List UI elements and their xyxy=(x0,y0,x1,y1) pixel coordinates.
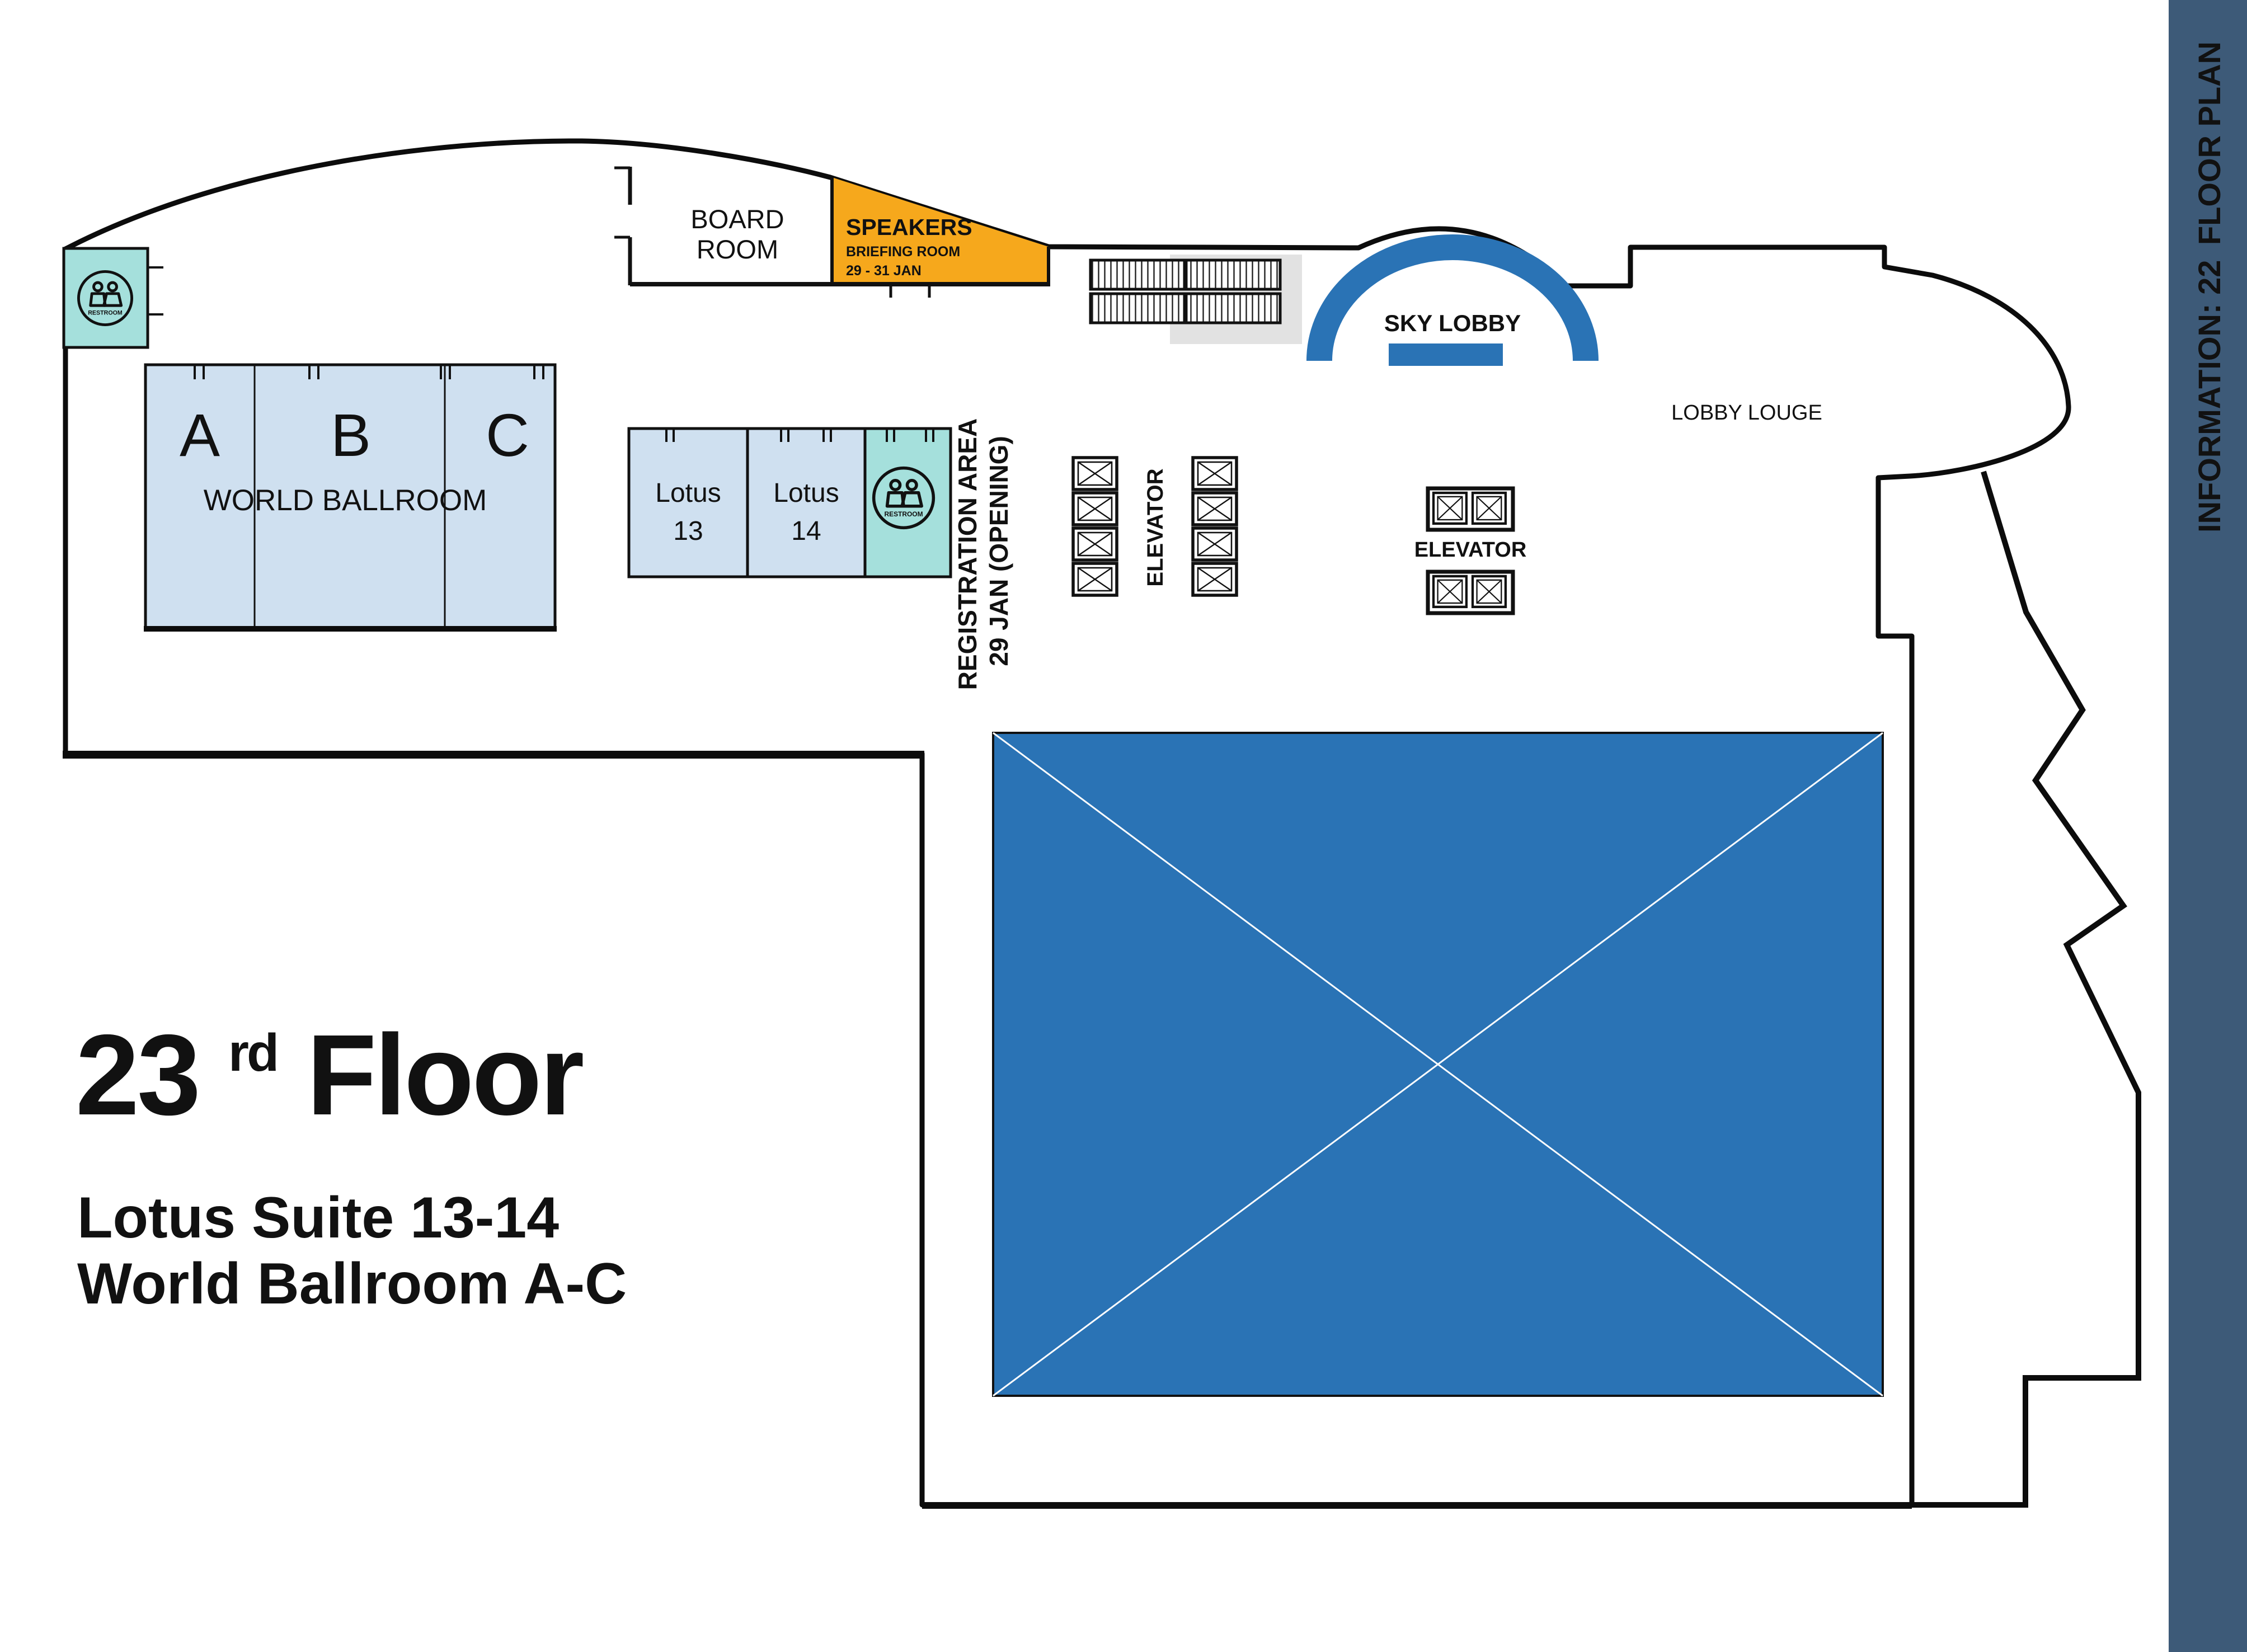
escalator-icon xyxy=(1089,258,1186,291)
elevator-icon xyxy=(1193,563,1237,595)
elevator-icon xyxy=(1073,493,1117,525)
floor-number: 23 xyxy=(76,1011,199,1139)
board-room: BOARD ROOM xyxy=(614,166,1050,298)
floor-word: Floor xyxy=(307,1011,583,1139)
lotus-suites: Lotus 13 Lotus 14 RESTROOM xyxy=(627,427,952,578)
subtitle-line1: Lotus Suite 13-14 xyxy=(77,1185,559,1250)
elevator-icon xyxy=(1073,528,1117,560)
page-title: 23 rd Floor xyxy=(76,967,583,1139)
elevator-icon xyxy=(1473,493,1506,524)
sidebar-info-label: INFORMATION: 22 xyxy=(2192,260,2227,533)
sidebar-background xyxy=(2169,0,2247,1652)
central-void-block xyxy=(992,732,1884,1397)
elevator-bank-right: ELEVATOR xyxy=(1414,486,1527,615)
elevator-bank-left: ELEVATOR xyxy=(1073,458,1237,595)
elevator-icon xyxy=(1073,563,1117,595)
ballroom-section-a: A xyxy=(180,401,220,469)
sidebar: INFORMATION: 22 FLOOR PLAN xyxy=(2169,0,2247,1652)
registration-line1: REGISTRATION AREA xyxy=(953,419,982,690)
world-ballroom-area xyxy=(144,363,557,629)
escalators xyxy=(1089,255,1302,344)
terrace-zigzag-wall xyxy=(1908,470,2141,1508)
speakers-sub1: BRIEFING ROOM xyxy=(846,244,960,260)
speakers-label: SPEAKERS xyxy=(846,214,972,240)
registration-area-label: REGISTRATION AREA 29 JAN (OPENING) xyxy=(953,412,1013,690)
speakers-briefing-room: SPEAKERS BRIEFING ROOM 29 - 31 JAN xyxy=(830,177,1050,284)
lotus-14-label-line2: 14 xyxy=(791,516,821,546)
sky-lobby-underline xyxy=(1389,343,1503,366)
subtitle-line2: World Ballroom A-C xyxy=(77,1251,627,1316)
restroom-lotus-label: RESTROOM xyxy=(884,510,923,518)
ballroom-section-b: B xyxy=(331,401,371,469)
lotus-restroom-area xyxy=(863,427,952,578)
sky-lobby: SKY LOBBY xyxy=(1306,234,1599,366)
elevator-icon xyxy=(1433,493,1466,524)
lotus-13-label-line2: 13 xyxy=(673,516,703,546)
escalator-icon xyxy=(1184,258,1282,291)
elevator-icon xyxy=(1433,576,1466,607)
restroom-icon: RESTROOM xyxy=(77,270,134,327)
restroom-left-label: RESTROOM xyxy=(88,310,123,317)
escalator-icon xyxy=(1184,292,1282,324)
lobby-lounge-label: LOBBY LOUGE xyxy=(1671,401,1822,425)
ballroom-label: WORLD BALLROOM xyxy=(204,484,487,517)
sky-lobby-label: SKY LOBBY xyxy=(1384,310,1521,336)
elevator-icon xyxy=(1193,528,1237,560)
speakers-sub2: 29 - 31 JAN xyxy=(846,263,922,279)
lotus-13-label-line1: Lotus xyxy=(655,478,721,508)
lotus-14-label-line1: Lotus xyxy=(773,478,839,508)
elevator-icon xyxy=(1473,576,1506,607)
restroom-icon: RESTROOM xyxy=(872,466,936,530)
title-block: 23 rd Floor Lotus Suite 13-14 World Ball… xyxy=(76,967,627,1316)
elevator-icon xyxy=(1193,493,1237,525)
world-ballroom: A B C WORLD BALLROOM xyxy=(144,363,557,632)
elevator-right-label: ELEVATOR xyxy=(1414,538,1527,562)
elevator-icon xyxy=(1073,458,1117,490)
board-room-label-line2: ROOM xyxy=(697,234,778,264)
elevator-icon xyxy=(1193,458,1237,490)
lotus-14-area xyxy=(746,427,867,578)
elevator-left-label: ELEVATOR xyxy=(1143,468,1168,586)
sky-lobby-arc xyxy=(1306,234,1599,361)
floor-ordinal: rd xyxy=(228,1023,277,1082)
board-room-label-line1: BOARD xyxy=(690,204,784,234)
escalator-icon xyxy=(1089,292,1186,324)
restroom-left: RESTROOM xyxy=(62,247,163,349)
sidebar-plan-label: FLOOR PLAN xyxy=(2192,41,2227,245)
lotus-13-area xyxy=(627,427,749,578)
registration-line2: 29 JAN (OPENING) xyxy=(984,436,1013,666)
ballroom-section-c: C xyxy=(486,401,529,469)
